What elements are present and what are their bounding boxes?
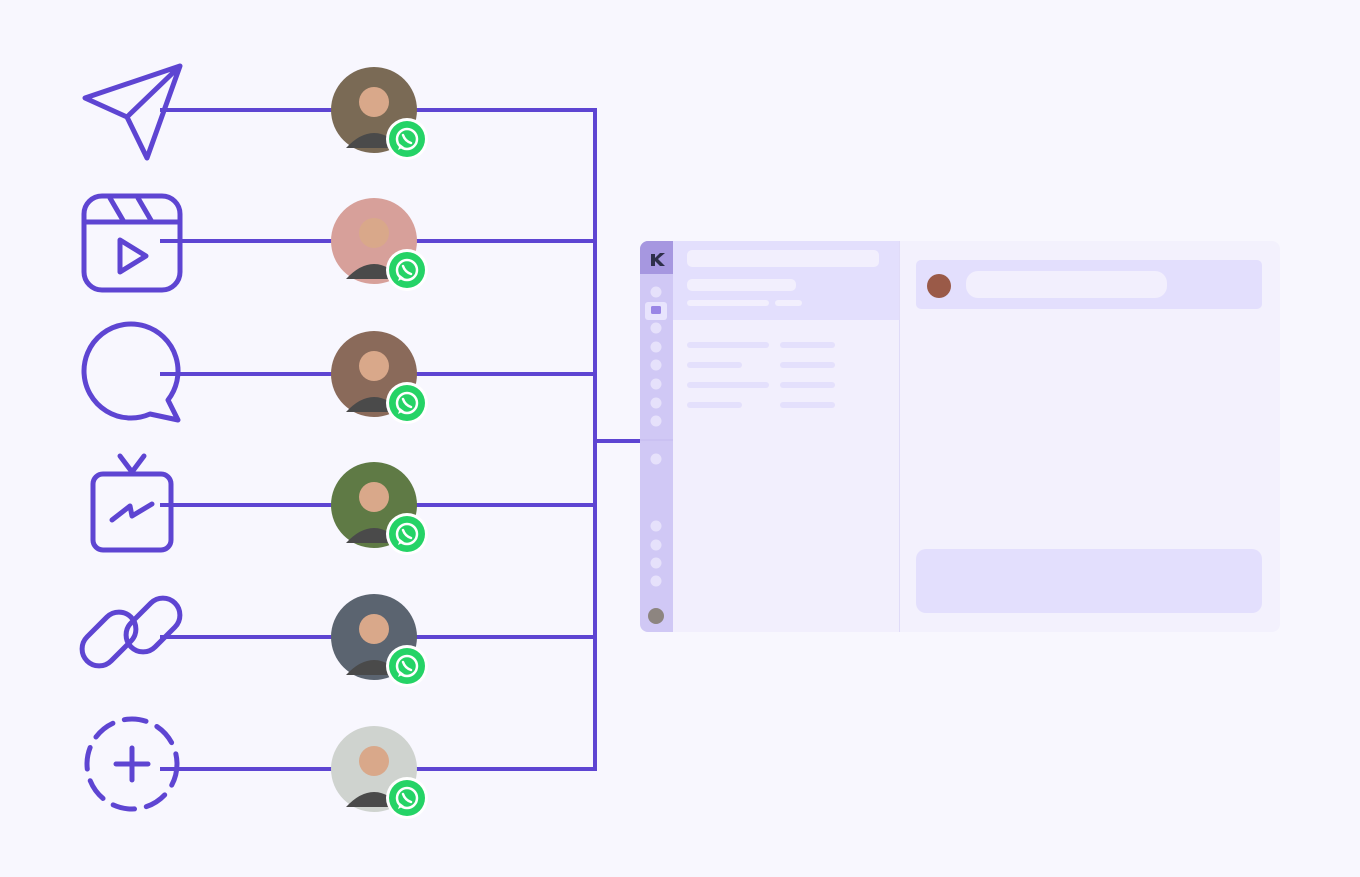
- face: [359, 87, 389, 117]
- nav-item[interactable]: [650, 341, 662, 353]
- chat-nav-icon: [651, 306, 661, 314]
- face: [359, 482, 389, 512]
- face: [359, 351, 389, 381]
- contact-avatar[interactable]: [331, 198, 428, 291]
- whatsapp-icon: [386, 513, 428, 555]
- app-sidebar: [640, 241, 673, 632]
- send-icon: [82, 63, 183, 161]
- face: [359, 614, 389, 644]
- detail-label: [687, 342, 769, 348]
- nav-item[interactable]: [650, 557, 662, 569]
- contact-avatar[interactable]: [331, 594, 428, 687]
- nav-item[interactable]: [650, 378, 662, 390]
- whatsapp-icon: [386, 249, 428, 291]
- message-input[interactable]: [916, 549, 1262, 613]
- whatsapp-icon: [386, 645, 428, 687]
- igtv-icon: [90, 453, 174, 553]
- whatsapp-icon: [386, 118, 428, 160]
- user-avatar[interactable]: [648, 608, 664, 624]
- contact-avatar[interactable]: [331, 462, 428, 555]
- details-placeholders: [687, 342, 835, 408]
- nav-item[interactable]: [650, 539, 662, 551]
- whatsapp-icon: [386, 777, 428, 819]
- app-logo-icon: [651, 253, 665, 266]
- contact-avatar[interactable]: [331, 331, 428, 424]
- detail-value: [780, 382, 835, 388]
- detail-value: [780, 362, 835, 368]
- detail-value: [780, 402, 835, 408]
- inbox-app-mockup: [640, 241, 1280, 632]
- nav-item[interactable]: [650, 520, 662, 532]
- nav-item[interactable]: [650, 397, 662, 409]
- nav-item[interactable]: [650, 286, 662, 298]
- sidebar-nav: [650, 286, 662, 587]
- nav-item[interactable]: [650, 359, 662, 371]
- conversation-list: [673, 320, 899, 632]
- detail-label: [687, 382, 769, 388]
- contact-avatar[interactable]: [331, 726, 428, 819]
- nav-item[interactable]: [650, 453, 662, 465]
- channel-icons: [79, 63, 183, 812]
- link-icon: [79, 595, 183, 669]
- contact-avatar[interactable]: [331, 67, 428, 160]
- detail-label: [687, 402, 742, 408]
- face: [359, 218, 389, 248]
- contact-avatars: [331, 67, 428, 819]
- whatsapp-icon: [386, 382, 428, 424]
- reels-icon: [81, 193, 183, 293]
- detail-value: [780, 342, 835, 348]
- face: [359, 746, 389, 776]
- nav-item[interactable]: [650, 322, 662, 334]
- add-channel-icon: [84, 716, 180, 812]
- detail-label: [687, 362, 742, 368]
- sender-avatar: [927, 274, 951, 298]
- chat-bubble-icon: [81, 321, 181, 423]
- nav-item[interactable]: [650, 575, 662, 587]
- nav-item[interactable]: [650, 415, 662, 427]
- message-bubble: [966, 271, 1167, 298]
